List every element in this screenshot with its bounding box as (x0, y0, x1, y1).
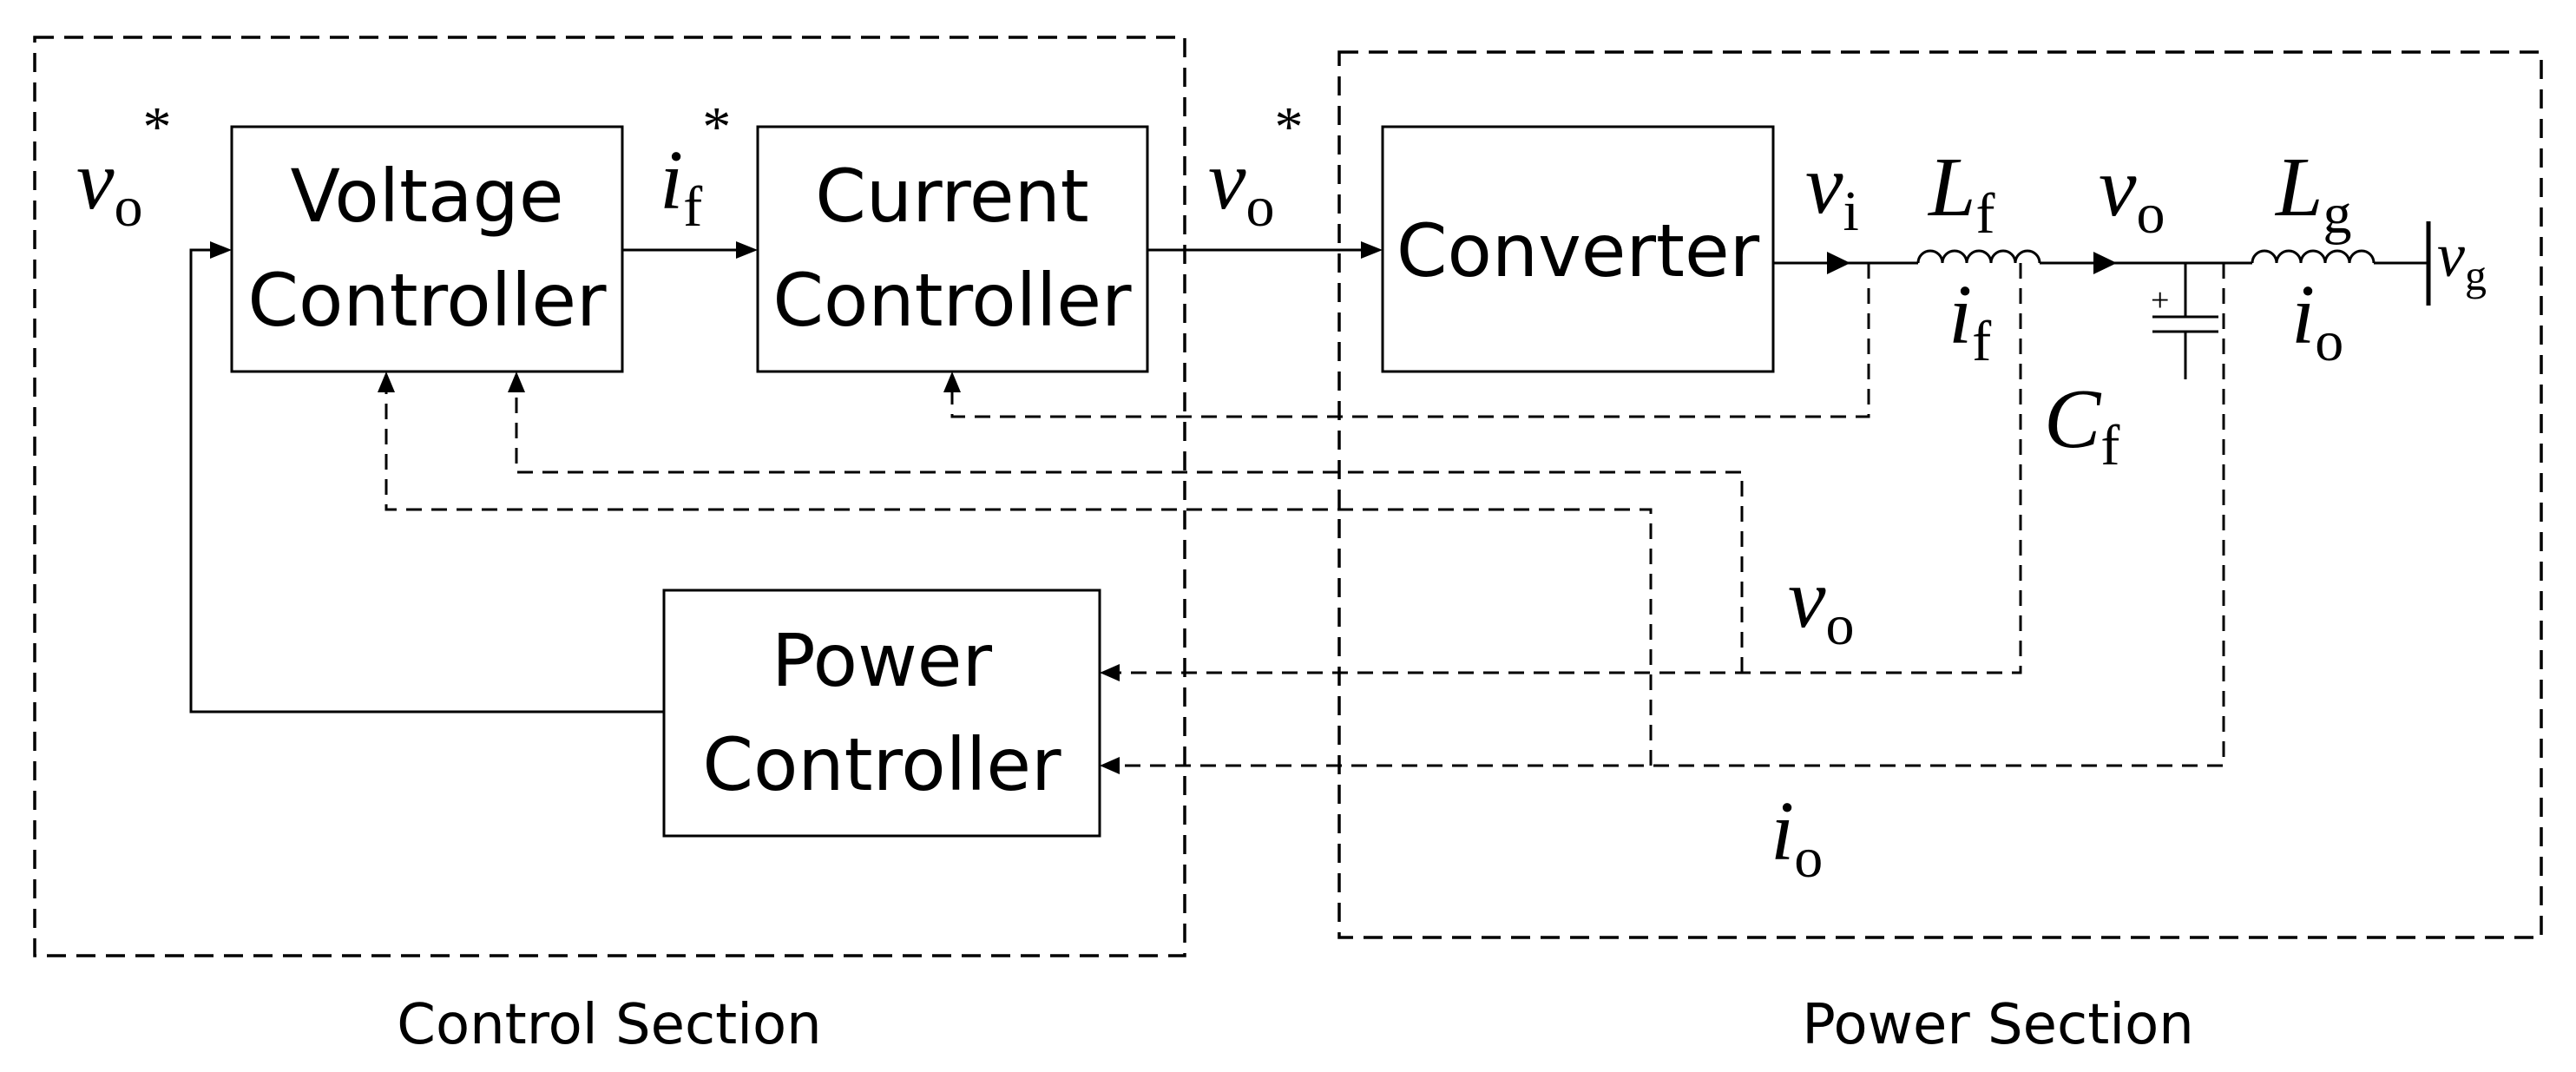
voltage-controller-label-line2: Controller (247, 258, 607, 343)
io-branch-label: io (2291, 268, 2343, 373)
current-controller-block: Current Controller (756, 125, 1149, 373)
lg-label: Lg (2274, 141, 2352, 246)
io-to-voltage-controller-path (384, 392, 1653, 766)
if-ref-label: if* (660, 95, 731, 239)
reference-arrowhead (210, 241, 232, 259)
power-section-label: Power Section (1802, 993, 2194, 1057)
io-to-power-controller-path (1120, 263, 2225, 767)
power-controller-label-line2: Controller (702, 722, 1061, 807)
vo-to-power-controller-arrowhead (1100, 664, 1120, 681)
reference-loop-wire (189, 248, 664, 714)
vi-feedback-path (950, 263, 1870, 418)
vi-feedback-arrowhead (943, 372, 961, 392)
cf-label: Cf (2044, 372, 2119, 477)
lg-inductor (2251, 249, 2376, 264)
control-section-label: Control Section (397, 993, 821, 1057)
vo-ref-arrowhead (1361, 241, 1383, 259)
current-controller-label-line2: Controller (772, 258, 1132, 343)
vi-arrowhead (1827, 252, 1850, 274)
power-section-boundary (1337, 50, 2543, 939)
power-controller-block: Power Controller (662, 589, 1101, 838)
io-to-power-controller-arrowhead (1100, 757, 1120, 774)
control-section-boundary (33, 36, 1186, 957)
converter-label: Converter (1396, 208, 1760, 293)
vi-label: vi (1805, 138, 1859, 243)
if-ref-arrowhead (736, 241, 758, 259)
voltage-controller-label-line1: Voltage (290, 154, 563, 239)
capacitor-polarity-mark: + (2151, 282, 2169, 319)
if-branch-label: if (1948, 268, 1991, 373)
io-to-voltage-controller-arrowhead (378, 372, 395, 392)
vo-node-label: vo (2099, 141, 2165, 246)
feedback-paths (378, 263, 2225, 774)
vo-ref-output-label: vo* (1208, 95, 1304, 239)
vo-feedback-label: vo (1788, 552, 1855, 657)
lf-inductor (1916, 249, 2041, 264)
solid-signal-wires (189, 241, 1383, 714)
vo-to-voltage-controller-arrowhead (508, 372, 525, 392)
vo-to-voltage-controller-path (515, 392, 1744, 673)
converter-block: Converter (1381, 125, 1775, 373)
voltage-controller-block: Voltage Controller (230, 125, 624, 373)
power-controller-label-line1: Power (772, 618, 992, 703)
vo-to-power-controller-path (1120, 263, 2022, 674)
vg-label: vg (2437, 220, 2487, 299)
lf-label: Lf (1927, 141, 1995, 246)
io-feedback-label: io (1771, 785, 1823, 890)
current-controller-label-line1: Current (815, 154, 1089, 239)
vo-node-arrowhead (2093, 252, 2117, 274)
power-circuit (1773, 221, 2431, 379)
vo-ref-input-label: vo* (76, 95, 172, 239)
